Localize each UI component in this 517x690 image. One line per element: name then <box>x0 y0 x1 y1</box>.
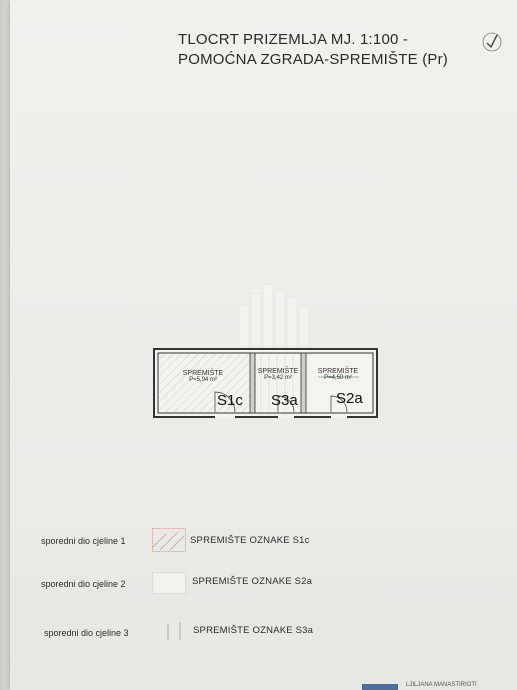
check-mark-icon <box>482 32 502 52</box>
title-line-1: TLOCRT PRIZEMLJA MJ. 1:100 - <box>178 31 409 48</box>
legend-label-1: SPREMIŠTE OZNAKE S1c <box>190 535 310 546</box>
room-s1c-label: SPREMIŠTE P=5,94 m² <box>173 370 233 383</box>
drawing-title: TLOCRT PRIZEMLJA MJ. 1:100 - POMOĆNA ZGR… <box>178 30 448 70</box>
floor-plan: SPREMIŠTE P=5,94 m² S1c SPREMIŠTE P=3,42… <box>153 348 378 419</box>
title-line-2: POMOĆNA ZGRADA-SPREMIŠTE (Pr) <box>178 51 448 68</box>
room-s1c-name: SPREMIŠTE <box>182 370 224 377</box>
legend-label-3: SPREMIŠTE OZNAKE S3a <box>193 625 314 636</box>
legend-description-2: sporedni dio cjeline 2 <box>41 579 126 589</box>
room-s3a-code: S3a <box>271 392 298 409</box>
legend-swatch-plain-icon <box>152 572 186 594</box>
room-s3a-area-text: P=3,42 m² <box>264 375 292 381</box>
room-s1c-code: S1c <box>217 392 243 409</box>
watermark-logo <box>240 285 308 345</box>
room-s2a-code: S2a <box>336 390 363 407</box>
room-s2a-area-text: P=4,50 m² <box>324 375 352 381</box>
document-sheet: TLOCRT PRIZEMLJA MJ. 1:100 - POMOĆNA ZGR… <box>10 0 517 690</box>
room-s1c-area <box>159 354 251 412</box>
legend-description-1: sporedni dio cjeline 1 <box>41 536 126 546</box>
legend-description-3: sporedni dio cjeline 3 <box>44 628 129 638</box>
legend-swatch-hatch-icon <box>152 528 186 552</box>
room-s2a-label: SPREMIŠTE P=4,50 m² <box>313 368 363 381</box>
room-s2a-name: SPREMIŠTE <box>317 368 359 375</box>
room-s3a-name: SPREMIŠTE <box>257 368 299 375</box>
legend-label-2: SPREMIŠTE OZNAKE S2a <box>192 576 313 587</box>
footer-text: LJILJANA MANASTIRIOTI <box>406 682 477 688</box>
room-s1c-area-text: P=5,94 m² <box>189 377 217 383</box>
legend-swatch-lines-icon <box>167 622 181 640</box>
room-s3a-label: SPREMIŠTE P=3,42 m² <box>253 368 303 381</box>
floor-plan-drawing <box>153 348 378 419</box>
sheet-left-edge <box>0 0 10 690</box>
footer-logo <box>362 684 398 690</box>
